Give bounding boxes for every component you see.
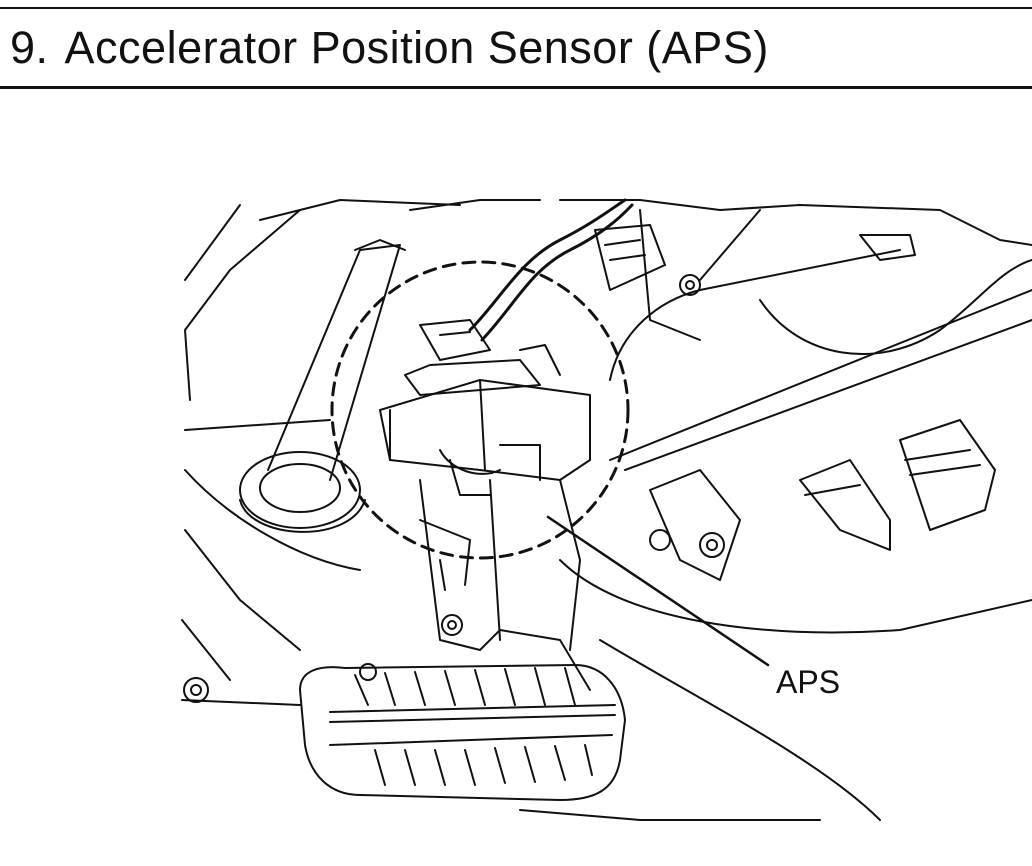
section-number: 9. <box>10 22 49 73</box>
brake-pedal-bracket <box>609 289 1032 581</box>
steering-column <box>239 239 406 533</box>
accelerator-pedal-pad <box>299 664 626 801</box>
mounting-bolt <box>183 663 377 703</box>
section-heading: 9. Accelerator Position Sensor (APS) <box>10 18 769 78</box>
wiring-harness <box>468 198 634 342</box>
header-bottom-rule <box>0 86 1032 89</box>
accelerator-cable <box>609 209 916 381</box>
header-top-rule <box>0 7 1032 9</box>
upper-connector <box>594 224 701 296</box>
aps-sensor <box>379 319 591 496</box>
pedal-arm <box>419 479 591 691</box>
aps-highlight-circle <box>330 260 630 560</box>
aps-leader-line <box>546 515 770 667</box>
dash-panel-outline <box>181 199 1032 821</box>
section-title: Accelerator Position Sensor (APS) <box>64 22 769 73</box>
aps-callout-label: APS <box>776 664 841 700</box>
